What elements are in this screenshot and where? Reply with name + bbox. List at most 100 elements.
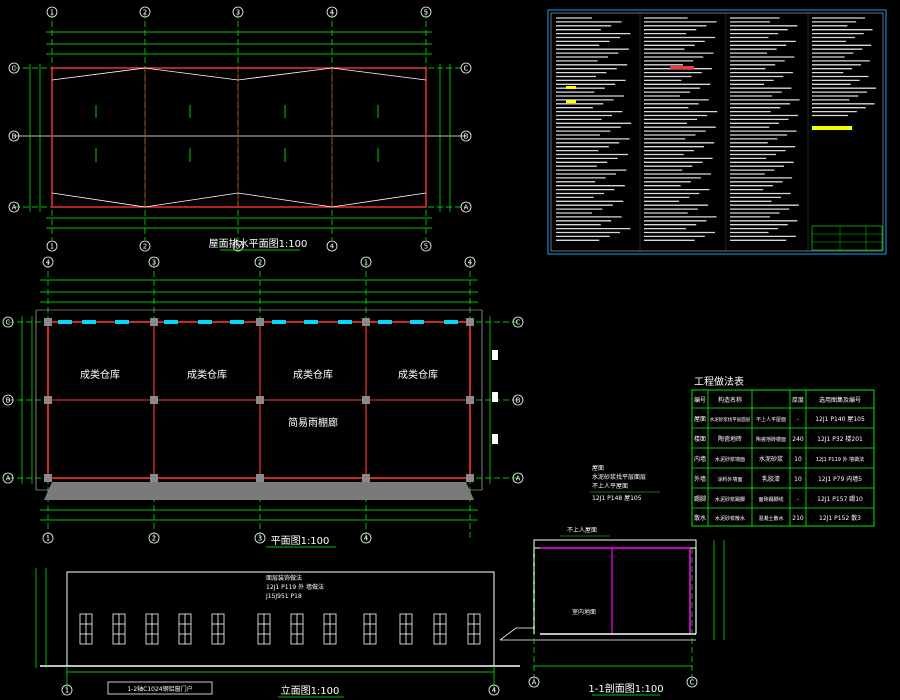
svg-text:4: 4: [330, 9, 335, 17]
svg-text:B: B: [516, 397, 521, 405]
column: [44, 396, 52, 404]
grid-bubble: 4: [42, 256, 54, 268]
section-note: 水泥砂浆找平层面层: [592, 473, 646, 481]
svg-text:楼面: 楼面: [694, 435, 706, 443]
grid-bubble: 2: [148, 532, 160, 544]
grid-bubble: 4: [326, 6, 338, 18]
window: [230, 320, 244, 324]
column: [256, 474, 264, 482]
svg-text:1: 1: [364, 259, 368, 267]
window: [58, 320, 72, 324]
grid-bubble: C: [8, 62, 20, 74]
elevation-title: 立面图1:100: [281, 684, 340, 697]
svg-text:A: A: [6, 475, 11, 483]
elevation-label: 1-2轴C1024钢铝窗门户: [127, 685, 192, 693]
svg-text:不上人平屋面: 不上人平屋面: [756, 416, 786, 423]
table-header: 厚度: [792, 396, 804, 404]
svg-text:3: 3: [152, 259, 156, 267]
table-row: 内墙 水泥砂浆墙面 水泥砂浆 10 12J1 P119 外 墙做法: [694, 455, 864, 463]
column: [466, 318, 474, 326]
svg-text:12J1 P79 内墙5: 12J1 P79 内墙5: [818, 475, 862, 483]
svg-text:12J1 P140 屋105: 12J1 P140 屋105: [815, 416, 865, 423]
side-opening: [492, 350, 498, 360]
grid-bubble: C: [512, 316, 524, 328]
window: [164, 320, 178, 324]
svg-text:1: 1: [50, 243, 54, 251]
column: [44, 474, 52, 482]
svg-text:12J1 P152 散3: 12J1 P152 散3: [819, 514, 861, 522]
side-opening: [492, 392, 498, 402]
table-header: 选用图集及编号: [819, 396, 861, 404]
svg-text:水泥砂浆墙面: 水泥砂浆墙面: [715, 456, 745, 463]
grid-bubble: 5: [420, 6, 432, 18]
canopy-slab: [44, 482, 474, 500]
grid-bubble: 2: [254, 256, 266, 268]
window: [304, 320, 318, 324]
svg-text:A: A: [464, 204, 469, 212]
svg-text:屋面: 屋面: [694, 416, 706, 423]
highlight-mark: [812, 126, 852, 130]
svg-text:-: -: [797, 416, 799, 423]
room-label: 成类仓库: [398, 368, 438, 381]
grid-bubble: 2: [139, 240, 151, 252]
column: [466, 474, 474, 482]
svg-text:外墙: 外墙: [694, 475, 706, 483]
room-label: 成类仓库: [80, 368, 120, 381]
window: [338, 320, 352, 324]
column: [362, 396, 370, 404]
svg-text:水泥砂浆找平层面层: 水泥砂浆找平层面层: [710, 416, 751, 423]
column: [362, 474, 370, 482]
window: [378, 320, 392, 324]
grid-bubble: A: [460, 201, 472, 213]
roof-edge: [35, 309, 483, 491]
sheet-inner-border: [550, 12, 884, 252]
side-opening: [492, 434, 498, 444]
roof-slope-line: [51, 67, 427, 81]
svg-text:10: 10: [794, 456, 802, 463]
svg-text:混凝土散水: 混凝土散水: [758, 515, 783, 522]
section-view: 不上人屋面 屋面 水泥砂浆找平层面层 不上人平屋面 12J1 P148 屋105…: [499, 465, 725, 696]
grid-bubble: 2: [139, 6, 151, 18]
svg-text:面砖踢脚线: 面砖踢脚线: [758, 496, 783, 503]
elevation-note: J15J951 P18: [265, 593, 302, 600]
svg-text:2: 2: [143, 9, 147, 17]
highlight-mark: [566, 86, 576, 89]
svg-text:-: -: [797, 496, 799, 503]
highlight-mark: [670, 66, 694, 69]
window: [410, 320, 424, 324]
highlight-mark: [566, 100, 576, 103]
table-header: 构造名称: [718, 396, 742, 404]
grid-bubble: A: [528, 676, 540, 688]
sheet-border: [547, 9, 887, 255]
svg-text:水泥砂浆踢脚: 水泥砂浆踢脚: [715, 496, 745, 503]
svg-text:C: C: [6, 319, 11, 327]
svg-text:A: A: [12, 204, 17, 212]
roof-slope-line: [51, 192, 427, 208]
grid-bubble: C: [460, 62, 472, 74]
elevation-label-box: [107, 681, 213, 695]
grid-bubble: B: [8, 130, 20, 142]
window: [272, 320, 286, 324]
svg-text:C: C: [690, 679, 695, 687]
roof-plan: 1 2 3 4 5 1 2 3 4 5 C B A C B A 屋面排水平面图1…: [8, 6, 472, 252]
grid-bubble: C: [686, 676, 698, 688]
elevation-windows: [79, 613, 481, 645]
svg-text:4: 4: [364, 535, 369, 543]
grid-bubble: A: [2, 472, 14, 484]
svg-text:2: 2: [152, 535, 156, 543]
grid-bubble: A: [512, 472, 524, 484]
grid-bubble: 3: [148, 256, 160, 268]
table-row: 屋面 水泥砂浆找平层面层 不上人平屋面 - 12J1 P140 屋105: [694, 416, 865, 423]
svg-text:12J1 P119 外 墙做法: 12J1 P119 外 墙做法: [816, 456, 864, 463]
svg-text:4: 4: [330, 243, 335, 251]
svg-text:A: A: [532, 679, 537, 687]
elevation-note: 面层装饰做法: [266, 574, 302, 582]
grid-bubble: B: [512, 394, 524, 406]
svg-text:乳胶漆: 乳胶漆: [762, 475, 780, 483]
svg-text:210: 210: [792, 515, 804, 522]
section-note: 12J1 P148 屋105: [592, 495, 642, 502]
section-note: 屋面: [592, 465, 604, 472]
svg-text:踢脚: 踢脚: [694, 495, 706, 503]
grid-bubble: 4: [326, 240, 338, 252]
